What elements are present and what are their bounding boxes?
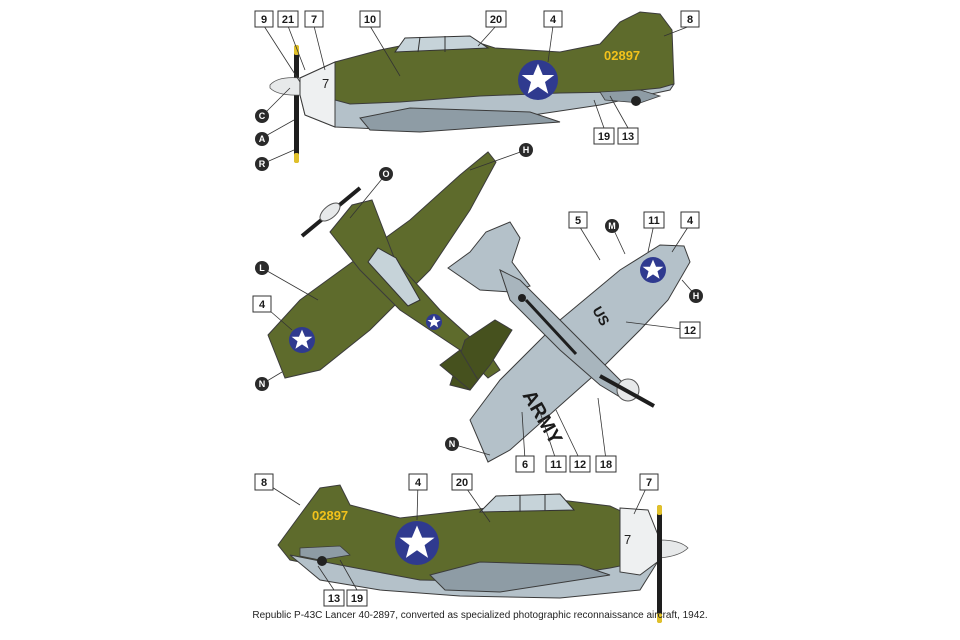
propeller-top <box>294 45 299 163</box>
svg-text:12: 12 <box>684 325 696 337</box>
svg-text:11: 11 <box>550 459 562 471</box>
callout-l18: 18 <box>595 455 617 473</box>
callout-l11b: 11 <box>545 455 567 473</box>
plan-view-lower: ARMY US <box>447 221 691 463</box>
callout-l12b: 12 <box>569 455 591 473</box>
callout-b8: 8 <box>254 473 274 491</box>
caption: Republic P-43C Lancer 40-2897, converted… <box>252 610 708 621</box>
svg-text:21: 21 <box>282 14 294 26</box>
insignia-top <box>518 60 558 100</box>
svg-text:13: 13 <box>622 131 634 143</box>
callout-t9: 9 <box>254 10 274 28</box>
callout-b13: 13 <box>323 589 345 607</box>
callout-b19: 19 <box>346 589 368 607</box>
svg-text:A: A <box>259 134 266 144</box>
callout-t13: 13 <box>617 127 639 145</box>
svg-text:H: H <box>523 145 530 155</box>
svg-text:N: N <box>259 379 266 389</box>
callout-l11: 11 <box>643 211 665 229</box>
callout-lN: N <box>445 437 459 451</box>
svg-text:8: 8 <box>261 477 267 489</box>
callout-uN: N <box>255 377 269 391</box>
callout-b20: 20 <box>451 473 473 491</box>
callout-uH: H <box>519 143 533 157</box>
svg-text:20: 20 <box>490 14 502 26</box>
svg-text:8: 8 <box>687 14 693 26</box>
fin-number-top: 7 <box>322 76 329 91</box>
svg-text:5: 5 <box>575 215 581 227</box>
callout-t7: 7 <box>304 10 324 28</box>
svg-text:9: 9 <box>261 14 267 26</box>
callout-u4: 4 <box>252 295 272 313</box>
side-profile-top: 02897 7 <box>269 11 675 163</box>
svg-text:4: 4 <box>415 477 422 489</box>
callout-lM: M <box>605 219 619 233</box>
svg-text:L: L <box>259 263 265 273</box>
svg-text:4: 4 <box>687 215 694 227</box>
insignia-bottom <box>395 521 439 565</box>
callout-b4: 4 <box>408 473 428 491</box>
callout-uL: L <box>255 261 269 275</box>
callout-lH: H <box>689 289 703 303</box>
tail-serial-top: 02897 <box>604 48 640 63</box>
svg-text:4: 4 <box>550 14 557 26</box>
svg-text:7: 7 <box>311 14 317 26</box>
callout-uO: O <box>379 167 393 181</box>
callout-t4: 4 <box>543 10 563 28</box>
svg-text:18: 18 <box>600 459 612 471</box>
callout-tC: C <box>255 109 269 123</box>
svg-text:20: 20 <box>456 477 468 489</box>
insignia-upper <box>289 327 315 353</box>
callout-t10: 10 <box>359 10 381 28</box>
plan-view-upper <box>267 151 513 391</box>
callout-l4: 4 <box>680 211 700 229</box>
fin-number-bottom: 7 <box>624 532 631 547</box>
callout-l5: 5 <box>568 211 588 229</box>
svg-text:N: N <box>449 439 456 449</box>
svg-text:19: 19 <box>598 131 610 143</box>
svg-text:M: M <box>608 221 616 231</box>
callout-l6: 6 <box>515 455 535 473</box>
callout-numbers: 9 21 7 10 20 4 8 19 13 4 5 11 4 12 6 11 … <box>252 10 701 607</box>
svg-text:4: 4 <box>259 299 266 311</box>
leader-lines <box>261 25 697 591</box>
svg-text:13: 13 <box>328 593 340 605</box>
callout-b7: 7 <box>639 473 659 491</box>
callout-t21: 21 <box>277 10 299 28</box>
insignia-upper-2 <box>426 314 442 330</box>
svg-text:19: 19 <box>351 593 363 605</box>
insignia-lower <box>640 257 666 283</box>
svg-text:7: 7 <box>646 477 652 489</box>
svg-text:H: H <box>693 291 700 301</box>
side-profile-bottom: 02897 7 <box>277 484 689 623</box>
callout-tA: A <box>255 132 269 146</box>
svg-text:6: 6 <box>522 459 528 471</box>
svg-text:11: 11 <box>648 215 660 227</box>
svg-text:R: R <box>259 159 266 169</box>
callout-t20: 20 <box>485 10 507 28</box>
svg-text:O: O <box>382 169 389 179</box>
svg-text:12: 12 <box>574 459 586 471</box>
svg-text:C: C <box>259 111 266 121</box>
callout-t8: 8 <box>680 10 700 28</box>
callout-letters: C A R O H L N M H N <box>255 109 703 451</box>
svg-text:10: 10 <box>364 14 376 26</box>
tail-serial-bottom: 02897 <box>312 508 348 523</box>
callout-t19: 19 <box>593 127 615 145</box>
callout-l12a: 12 <box>679 321 701 339</box>
callout-tR: R <box>255 157 269 171</box>
